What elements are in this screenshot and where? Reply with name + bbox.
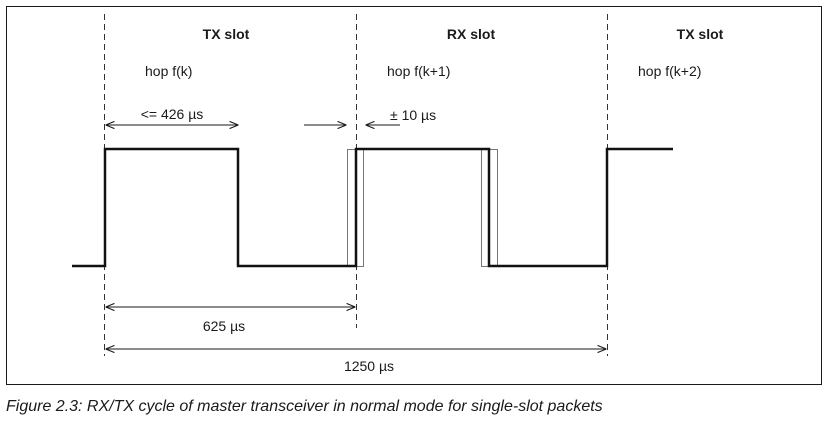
full-cycle-label: 1250 µs <box>344 358 394 374</box>
half-slot-label: 625 µs <box>203 318 245 334</box>
figure-frame <box>6 6 822 385</box>
tolerance-label: ± 10 µs <box>390 107 436 123</box>
tx-max-label: <= 426 µs <box>141 106 204 122</box>
signal-waveform <box>72 147 673 268</box>
slot-title-1: TX slot <box>203 26 250 42</box>
hop-label-3: hop f(k+2) <box>638 63 701 79</box>
slot-title-3: TX slot <box>677 26 724 42</box>
hop-label-2: hop f(k+1) <box>387 63 450 79</box>
figure-caption: Figure 2.3: RX/TX cycle of master transc… <box>6 398 603 415</box>
hop-label-1: hop f(k) <box>145 63 192 79</box>
slot-title-2: RX slot <box>447 26 496 42</box>
